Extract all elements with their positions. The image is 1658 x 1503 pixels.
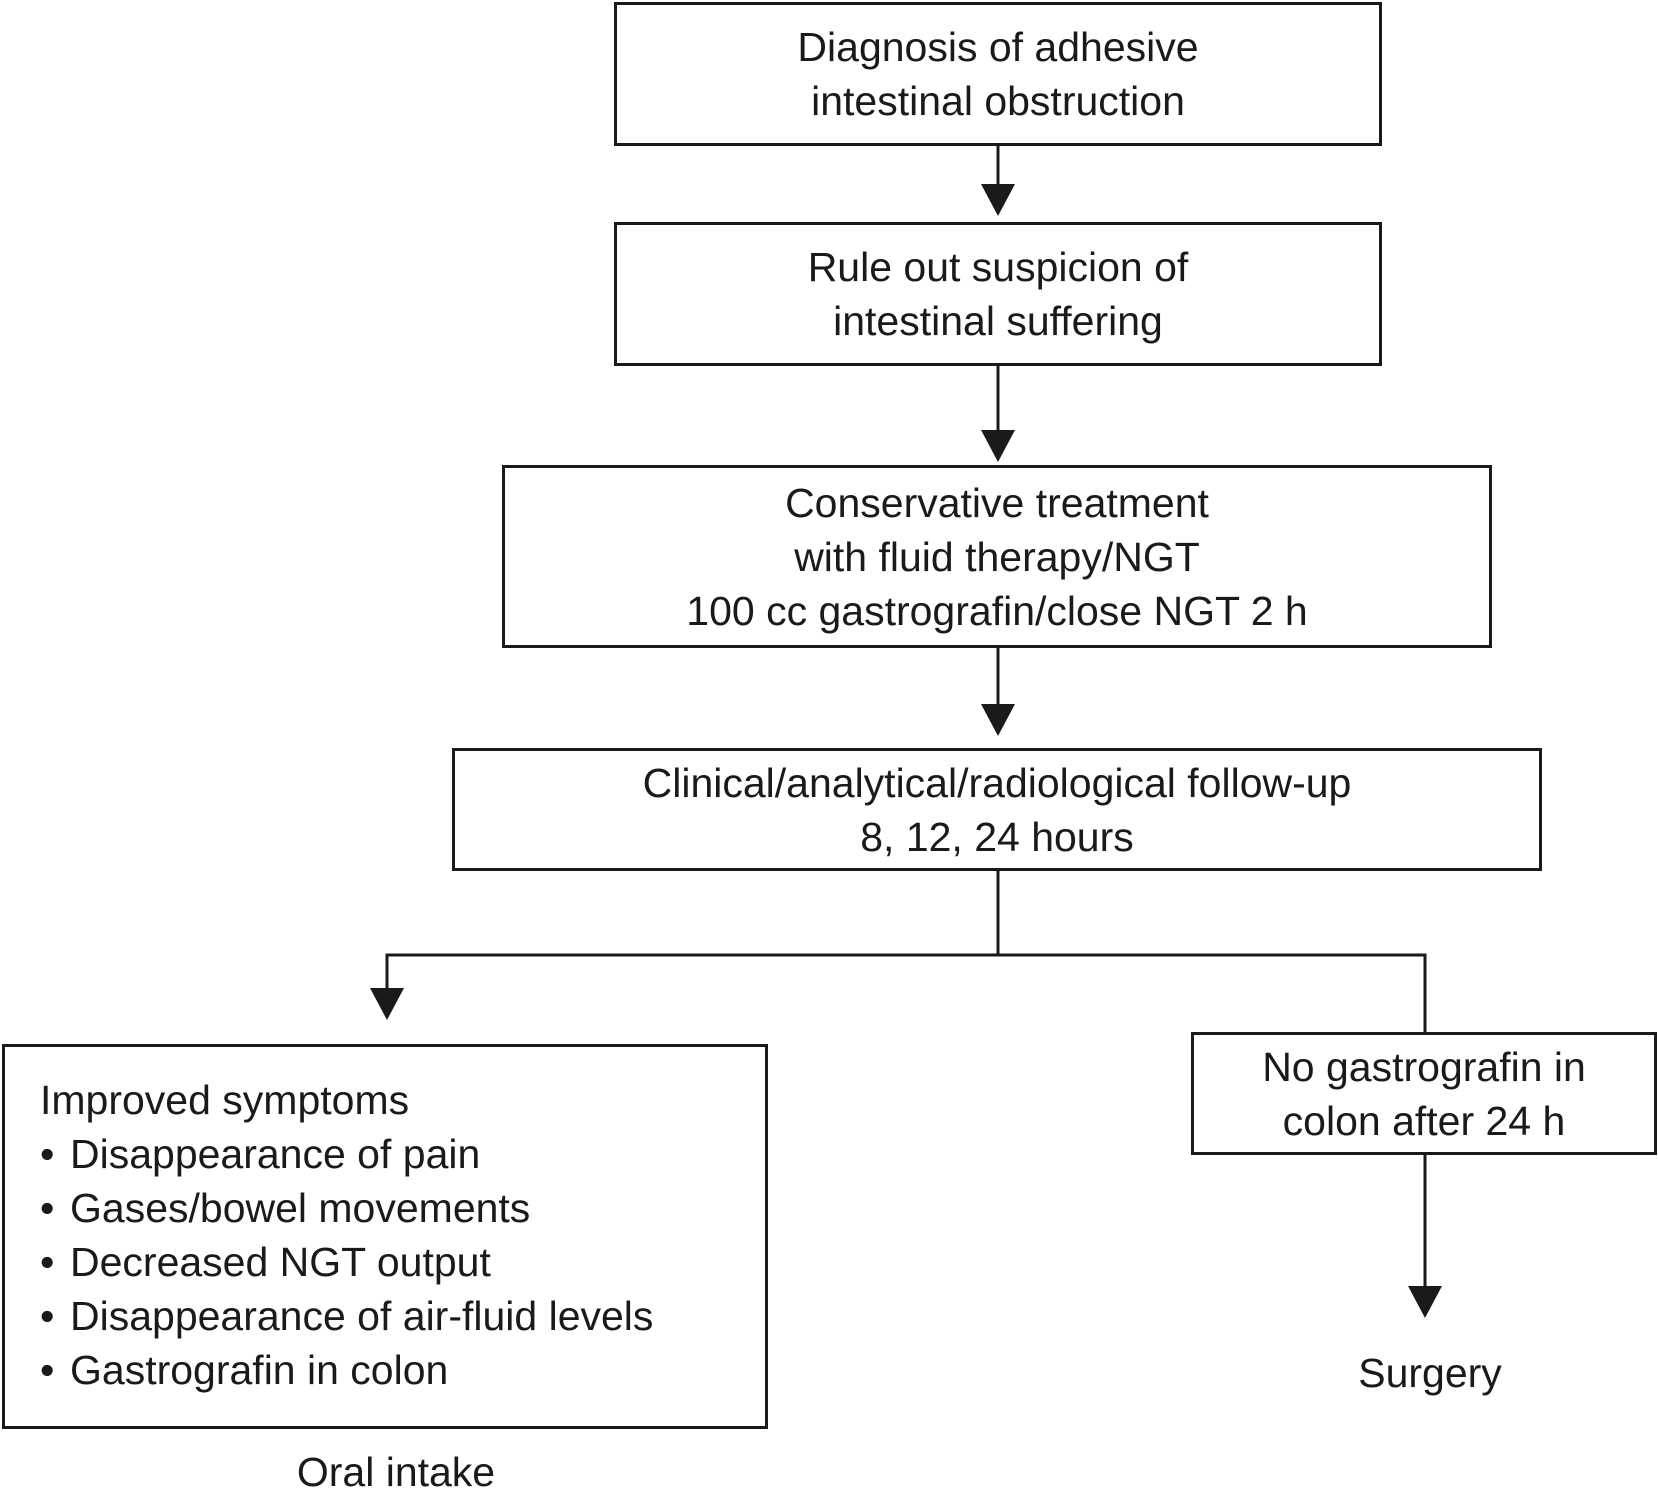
bullet-item-disappearance-of-air-fluid-levels: • Disappearance of air-fluid levels — [40, 1289, 653, 1343]
bullet-icon: • — [40, 1347, 55, 1393]
no-gastrografin-line-1: No gastrografin in — [1262, 1043, 1586, 1090]
improved-symptoms-box: Improved symptoms • Disappearance of pain… — [2, 1044, 768, 1429]
rule-out-line-1: Rule out suspicion of — [807, 244, 1189, 290]
follow-up-box: Clinical/analytical/radiological follow-… — [452, 748, 1542, 871]
no-gastrografin-line-2: colon after 24 h — [1282, 1097, 1566, 1144]
bullet-icon: • — [40, 1131, 55, 1177]
arrowhead-to-follow-up — [981, 704, 1015, 736]
arrowhead-to-improved — [370, 988, 404, 1020]
conservative-treatment-box: Conservative treatment with fluid therap… — [502, 465, 1492, 648]
bullet-icon: • — [40, 1185, 55, 1231]
conservative-line-3: 100 cc gastrografin/close NGT 2 h — [686, 587, 1308, 634]
arrowhead-to-conservative — [981, 430, 1015, 462]
no-gastrografin-box: No gastrografin in colon after 24 h — [1191, 1032, 1657, 1155]
conservative-line-1: Conservative treatment — [785, 479, 1209, 526]
conservative-line-2: with fluid therapy/NGT — [794, 533, 1200, 580]
arrowhead-to-surgery — [1408, 1286, 1442, 1318]
diagnosis-line-1: Diagnosis of adhesive — [797, 24, 1199, 70]
bullet-item-gastrografin-in-colon: • Gastrografin in colon — [40, 1343, 448, 1397]
bullet-item-gases-bowel-movements: • Gases/bowel movements — [40, 1181, 530, 1235]
arrowhead-to-rule-out — [981, 184, 1015, 216]
improved-symptoms-title: Improved symptoms — [40, 1077, 410, 1123]
follow-up-line-2: 8, 12, 24 hours — [860, 813, 1134, 860]
bullet-item-disappearance-of-pain: • Disappearance of pain — [40, 1127, 480, 1181]
bullet-text: Disappearance of pain — [70, 1131, 481, 1177]
connector-branch-split — [385, 953, 1427, 1032]
bullet-item-decreased-ngt-output: • Decreased NGT output — [40, 1235, 491, 1289]
diagnosis-box: Diagnosis of adhesive intestinal obstruc… — [614, 2, 1382, 146]
bullet-icon: • — [40, 1239, 55, 1285]
rule-out-box: Rule out suspicion of intestinal sufferi… — [614, 222, 1382, 366]
bullet-text: Disappearance of air-fluid levels — [70, 1293, 654, 1339]
diagnosis-line-2: intestinal obstruction — [811, 78, 1185, 124]
bullet-text: Decreased NGT output — [70, 1239, 491, 1285]
follow-up-line-1: Clinical/analytical/radiological follow-… — [642, 759, 1352, 806]
rule-out-line-2: intestinal suffering — [833, 298, 1163, 344]
bullet-text: Gases/bowel movements — [70, 1185, 531, 1231]
oral-intake-label: Oral intake — [296, 1449, 496, 1495]
bullet-text: Gastrografin in colon — [70, 1347, 449, 1393]
bullet-icon: • — [40, 1293, 55, 1339]
surgery-label: Surgery — [1358, 1350, 1502, 1396]
